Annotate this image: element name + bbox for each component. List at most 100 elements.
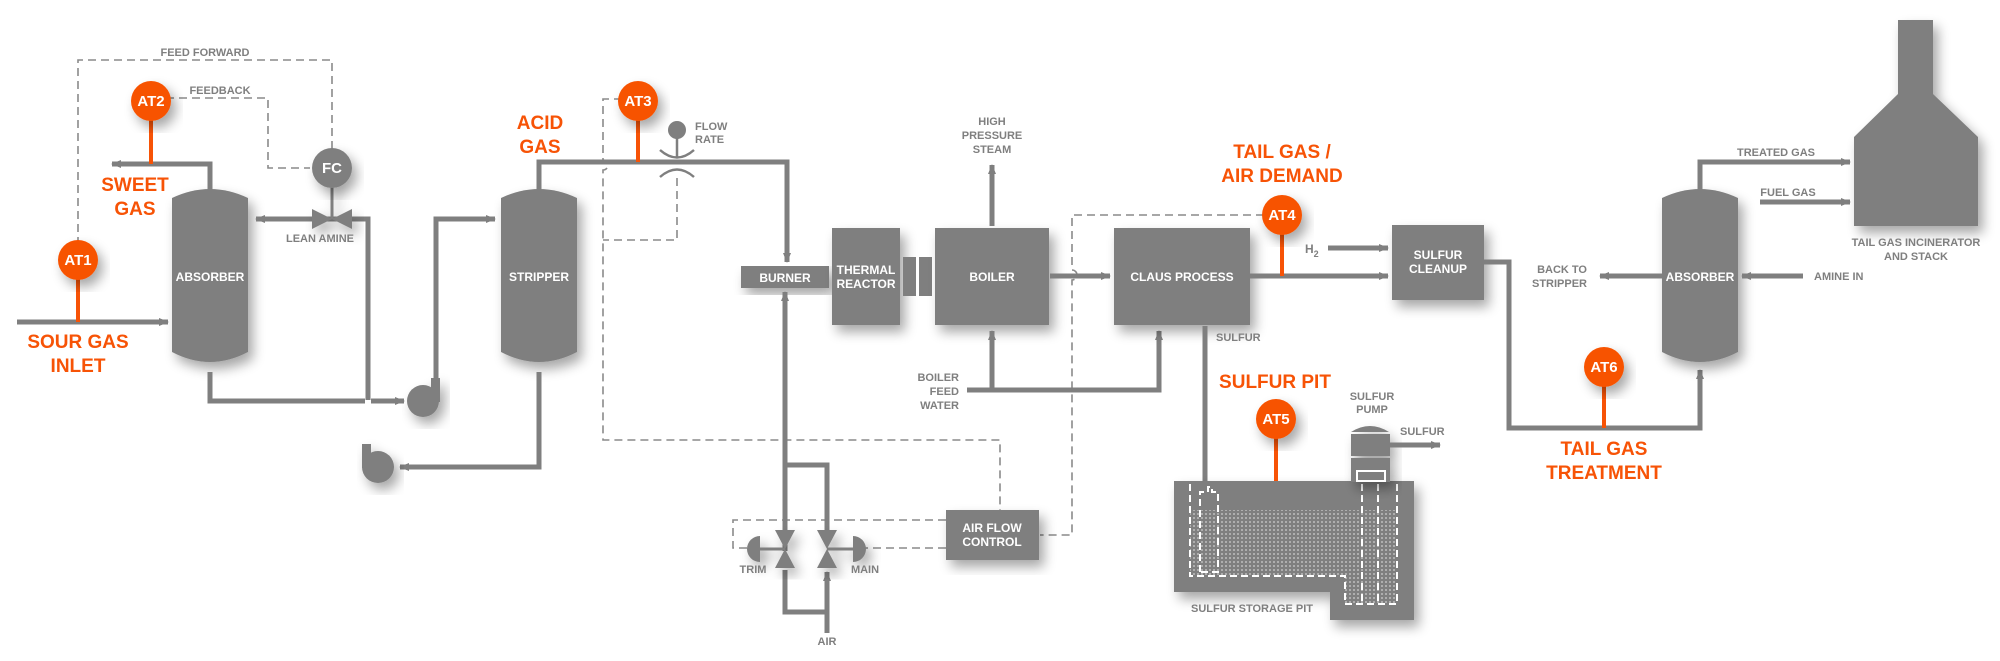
at6-label-1: TAIL GAS bbox=[1561, 439, 1648, 460]
claus-process[interactable] bbox=[1114, 228, 1250, 325]
at4-label-2: AIR DEMAND bbox=[1221, 166, 1342, 187]
air-header-pipe bbox=[782, 570, 830, 633]
trim-signal bbox=[732, 519, 946, 549]
boiler-label: BOILER bbox=[969, 270, 1015, 284]
trim-valve[interactable] bbox=[747, 530, 795, 568]
burner-label: BURNER bbox=[759, 271, 811, 285]
back-to-stripper-label-2: STRIPPER bbox=[1532, 278, 1587, 290]
flow-orifice[interactable] bbox=[659, 121, 695, 178]
analyzer-at6[interactable]: AT6 bbox=[1584, 347, 1624, 428]
trim-label: TRIM bbox=[740, 564, 767, 576]
molten-sulfur bbox=[1190, 510, 1397, 604]
thermal-reactor-label-1: THERMAL bbox=[837, 263, 896, 277]
feedback-signal bbox=[166, 97, 310, 169]
flow-rate-signal bbox=[603, 178, 678, 241]
lean-amine-pipe bbox=[255, 215, 371, 400]
air-bypass-pipe bbox=[785, 462, 830, 530]
air-flow-control-label-1: AIR FLOW bbox=[962, 521, 1022, 535]
sulfur-label: SULFUR bbox=[1216, 332, 1261, 344]
absorber-2-label: ABSORBER bbox=[1666, 270, 1735, 284]
sulfur-cleanup[interactable] bbox=[1392, 225, 1484, 300]
svg-text:AT5: AT5 bbox=[1262, 411, 1289, 428]
pump-1-discharge bbox=[433, 215, 496, 380]
sweet-gas-pipe bbox=[111, 160, 213, 192]
at2-label-2: GAS bbox=[114, 199, 155, 220]
bfw-label-2: FEED bbox=[930, 386, 959, 398]
sulfur-cleanup-label-2: CLEANUP bbox=[1409, 262, 1467, 276]
thermal-reactor[interactable] bbox=[832, 228, 900, 325]
thermal-reactor-label-2: REACTOR bbox=[836, 277, 895, 291]
at4-label-1: TAIL GAS / bbox=[1233, 142, 1331, 163]
sulfur-pump-label-1: SULFUR bbox=[1350, 391, 1395, 403]
flow-rate-label-2: RATE bbox=[695, 134, 724, 146]
analyzer-at5[interactable]: AT5 bbox=[1256, 399, 1296, 481]
tail-gas-treatment-pipe bbox=[1484, 259, 1704, 431]
incinerator-label-1: TAIL GAS INCINERATOR bbox=[1852, 237, 1981, 249]
feed-forward-label: FEED FORWARD bbox=[160, 47, 249, 59]
pump-2[interactable] bbox=[362, 444, 394, 483]
svg-text:AT3: AT3 bbox=[624, 93, 651, 110]
at1-label-1: SOUR GAS bbox=[27, 332, 128, 353]
at3-label-2: GAS bbox=[519, 137, 560, 158]
air-label: AIR bbox=[818, 636, 837, 648]
sulfur-cleanup-label-1: SULFUR bbox=[1414, 248, 1463, 262]
back-to-stripper-label-1: BACK TO bbox=[1537, 264, 1587, 276]
tail-gas-incinerator-stack[interactable] bbox=[1854, 20, 1978, 226]
analyzer-at4[interactable]: AT4 bbox=[1262, 195, 1302, 276]
at5-label: SULFUR PIT bbox=[1219, 372, 1331, 393]
feedback-label: FEEDBACK bbox=[189, 85, 250, 97]
absorber-2-vessel[interactable] bbox=[1662, 189, 1738, 362]
air-flow-control[interactable] bbox=[946, 510, 1039, 560]
claus-process-label: CLAUS PROCESS bbox=[1130, 270, 1233, 284]
stripper-label: STRIPPER bbox=[509, 270, 569, 284]
svg-text:AT6: AT6 bbox=[1590, 359, 1617, 376]
analyzer-at3[interactable]: AT3 bbox=[618, 81, 658, 162]
flow-rate-label-1: FLOW bbox=[695, 121, 728, 133]
reactor-connector-1 bbox=[903, 257, 916, 296]
feed-forward-signal bbox=[77, 59, 333, 245]
pit-lining bbox=[1189, 484, 1398, 605]
acid-gas-pipe bbox=[536, 159, 791, 263]
hp-steam-label-2: PRESSURE bbox=[962, 130, 1023, 142]
main-valve[interactable] bbox=[817, 530, 866, 568]
stripper-bottoms-pipe bbox=[399, 372, 542, 471]
sulfur-pump-label-2: PUMP bbox=[1356, 404, 1388, 416]
pump-1[interactable] bbox=[407, 378, 440, 417]
h2-label: H2 bbox=[1305, 242, 1319, 259]
main-label: MAIN bbox=[851, 564, 879, 576]
sulfur-storage-pit-label: SULFUR STORAGE PIT bbox=[1191, 603, 1313, 615]
fuel-gas-label: FUEL GAS bbox=[1760, 187, 1815, 199]
at6-label-2: TREATMENT bbox=[1546, 463, 1662, 484]
lean-amine-label: LEAN AMINE bbox=[286, 233, 354, 245]
absorber-1-vessel[interactable] bbox=[172, 189, 248, 362]
bfw-label-1: BOILER bbox=[917, 372, 959, 384]
sulfur-pump[interactable] bbox=[1351, 426, 1390, 482]
svg-text:AT1: AT1 bbox=[64, 252, 91, 269]
svg-text:AT4: AT4 bbox=[1268, 207, 1296, 224]
at2-label-1: SWEET bbox=[101, 175, 169, 196]
pump-sulfur-label: SULFUR bbox=[1400, 426, 1445, 438]
hp-steam-label-1: HIGH bbox=[978, 116, 1006, 128]
rich-amine-pipe bbox=[207, 372, 404, 401]
treated-gas-pipe bbox=[1697, 158, 1851, 192]
pit-inlet-pipe bbox=[1199, 486, 1219, 573]
boiler[interactable] bbox=[935, 228, 1049, 325]
absorber-1-label: ABSORBER bbox=[176, 270, 245, 284]
hp-steam-label-3: STEAM bbox=[973, 144, 1012, 156]
reactor-connector-2 bbox=[919, 257, 932, 296]
burner[interactable] bbox=[741, 266, 829, 288]
analyzer-at1[interactable]: AT1 bbox=[58, 240, 98, 322]
treated-gas-label: TREATED GAS bbox=[1737, 147, 1815, 159]
at3-label-1: ACID bbox=[517, 113, 563, 134]
fc-label: FC bbox=[322, 160, 342, 177]
amine-in-label: AMINE IN bbox=[1814, 271, 1864, 283]
stripper-vessel[interactable] bbox=[501, 189, 577, 362]
incinerator-label-2: AND STACK bbox=[1884, 251, 1948, 263]
at1-label-2: INLET bbox=[51, 356, 106, 377]
svg-text:AT2: AT2 bbox=[137, 93, 164, 110]
bfw-label-3: WATER bbox=[920, 400, 959, 412]
analyzer-at2[interactable]: AT2 bbox=[131, 81, 171, 164]
flow-controller-fc[interactable] bbox=[312, 148, 352, 188]
bfw-header-pipe bbox=[967, 330, 1163, 393]
